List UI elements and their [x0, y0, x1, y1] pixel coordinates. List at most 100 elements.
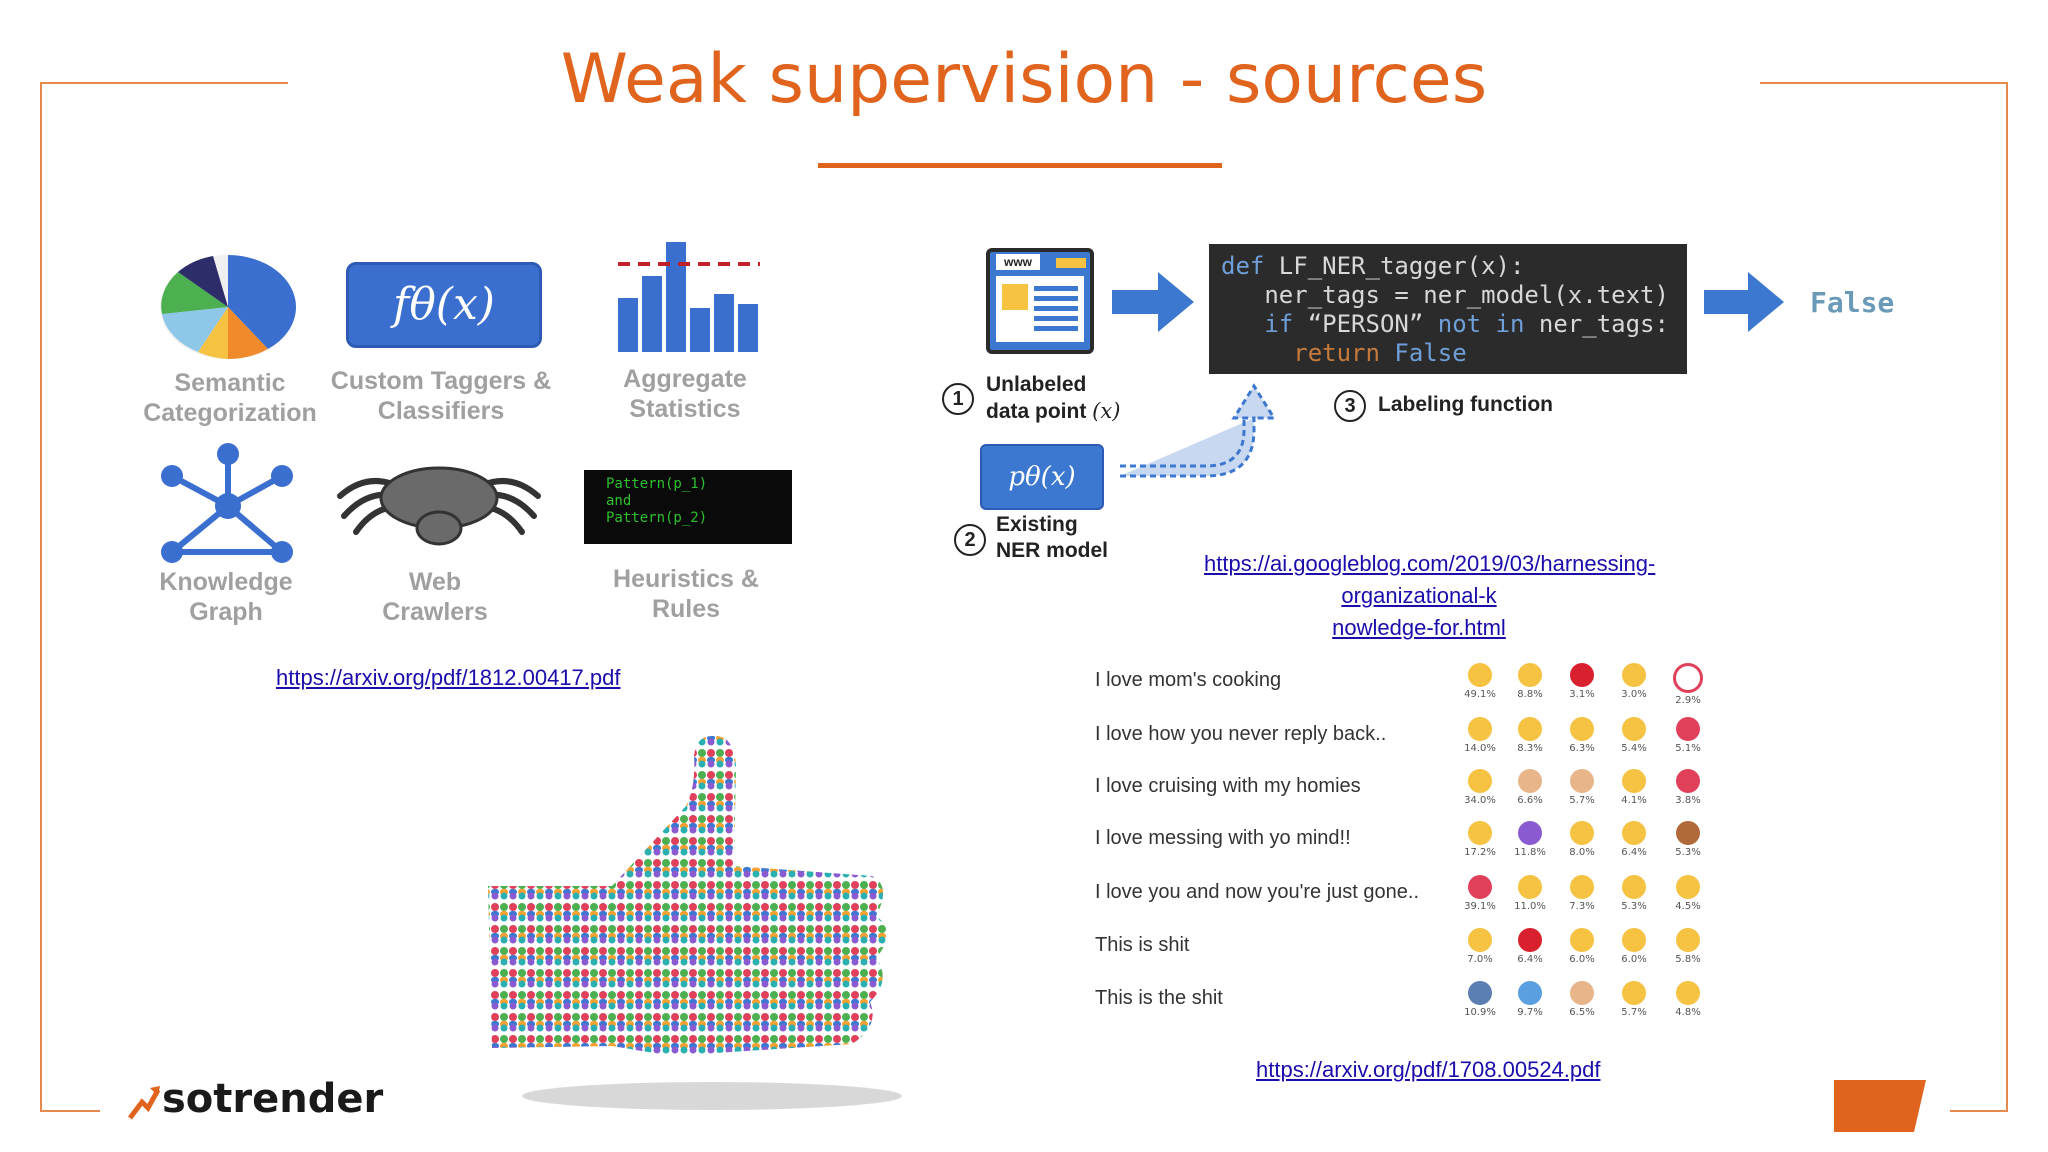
frame-top-left	[40, 82, 288, 84]
emoji-icon	[1622, 663, 1646, 687]
emoji-icon	[1676, 717, 1700, 741]
emoji-icon	[1518, 821, 1542, 845]
step-2-label: Existing NER model	[996, 512, 1108, 564]
step-2-label-b: NER model	[996, 539, 1109, 562]
source-label-web-crawlers: Web Crawlers	[382, 568, 488, 626]
emoji-icon	[1570, 821, 1594, 845]
emoji-icon	[1622, 769, 1646, 793]
emoji-percentage: 3.8%	[1675, 795, 1701, 806]
frame-bottom-left	[40, 1110, 100, 1112]
emoji-percentage: 5.3%	[1621, 901, 1647, 912]
step-1-label-b: data point	[986, 400, 1087, 423]
emoji-prediction: 6.6%	[1506, 769, 1554, 806]
emoji-sentence: This is the shit	[1095, 987, 1223, 1009]
code-text: ner_tags:	[1524, 310, 1669, 338]
arrow-right-icon	[1704, 272, 1784, 337]
browser-image	[1002, 284, 1028, 310]
brand-name: sotrender	[162, 1076, 384, 1122]
model-formula: pθ(x)	[1008, 462, 1076, 492]
emoji-prediction: 39.1%	[1456, 875, 1504, 912]
frame-right	[2006, 82, 2008, 1112]
emoji-icon	[1676, 928, 1700, 952]
terminal-icon: Pattern(p_1) and Pattern(p_2)	[584, 470, 792, 544]
code-line-4: return False	[1221, 339, 1467, 367]
emoji-icon	[1673, 663, 1703, 693]
emoji-prediction: 6.4%	[1506, 928, 1554, 965]
frame-top-right	[1760, 82, 2008, 84]
corner-accent-shape	[1834, 1080, 1926, 1137]
step-3-label: Labeling function	[1378, 393, 1553, 416]
crowd-thumbs-up-icon	[472, 726, 912, 1121]
frame-bottom-right	[1950, 1110, 2008, 1112]
emoji-prediction: 14.0%	[1456, 717, 1504, 754]
emoji-prediction: 4.5%	[1664, 875, 1712, 912]
arxiv-link-1708[interactable]: https://arxiv.org/pdf/1708.00524.pdf	[1256, 1057, 1601, 1082]
step-3-number: 3	[1334, 390, 1366, 422]
bar-chart-icon	[614, 236, 764, 357]
code-line-2: ner_tags = ner_model(x.text)	[1221, 281, 1669, 309]
emoji-prediction: 5.7%	[1558, 769, 1606, 806]
emoji-percentage: 3.1%	[1569, 689, 1595, 700]
step-1-label-a: Unlabeled	[986, 373, 1087, 396]
emoji-icon	[1622, 821, 1646, 845]
emoji-percentage: 34.0%	[1464, 795, 1496, 806]
emoji-prediction: 11.8%	[1506, 821, 1554, 858]
emoji-prediction: 8.0%	[1558, 821, 1606, 858]
emoji-icon	[1570, 663, 1594, 687]
emoji-percentage: 5.3%	[1675, 847, 1701, 858]
emoji-percentage: 6.0%	[1569, 954, 1595, 965]
step-1-label: Unlabeled data point (x)	[986, 372, 1120, 425]
emoji-percentage: 4.1%	[1621, 795, 1647, 806]
emoji-icon	[1676, 821, 1700, 845]
emoji-prediction: 5.7%	[1610, 981, 1658, 1018]
emoji-percentage: 8.0%	[1569, 847, 1595, 858]
emoji-prediction: 3.1%	[1558, 663, 1606, 700]
slide-title: Weak supervision - sources	[560, 40, 1488, 119]
emoji-prediction: 34.0%	[1456, 769, 1504, 806]
emoji-prediction: 8.8%	[1506, 663, 1554, 700]
emoji-sentence: I love you and now you're just gone..	[1095, 881, 1420, 903]
labeling-function-code: def LF_NER_tagger(x): ner_tags = ner_mod…	[1209, 244, 1687, 374]
emoji-percentage: 6.0%	[1621, 954, 1647, 965]
emoji-percentage: 5.1%	[1675, 743, 1701, 754]
emoji-percentage: 6.4%	[1517, 954, 1543, 965]
emoji-prediction: 4.8%	[1664, 981, 1712, 1018]
emoji-prediction: 6.4%	[1610, 821, 1658, 858]
terminal-line: Pattern(p_1)	[606, 476, 708, 492]
code-keyword: if	[1221, 310, 1294, 338]
browser-text-lines	[1034, 286, 1078, 334]
emoji-sentence: I love how you never reply back..	[1095, 723, 1387, 745]
emoji-percentage: 5.7%	[1621, 1007, 1647, 1018]
step-1-label-b-wrap: data point (x)	[986, 398, 1120, 425]
emoji-prediction: 7.0%	[1456, 928, 1504, 965]
emoji-icon	[1518, 875, 1542, 899]
arrow-right-icon	[1112, 272, 1194, 337]
code-line-1: def LF_NER_tagger(x):	[1221, 252, 1524, 280]
emoji-icon	[1676, 981, 1700, 1005]
emoji-icon	[1468, 928, 1492, 952]
emoji-prediction: 49.1%	[1456, 663, 1504, 700]
emoji-prediction: 7.3%	[1558, 875, 1606, 912]
emoji-prediction: 5.4%	[1610, 717, 1658, 754]
emoji-prediction: 3.0%	[1610, 663, 1658, 700]
emoji-percentage: 7.3%	[1569, 901, 1595, 912]
code-text: LF_NER_tagger(x):	[1264, 252, 1525, 280]
function-icon: fθ(x)	[346, 262, 542, 348]
emoji-sentence: This is shit	[1095, 934, 1190, 956]
emoji-icon	[1570, 981, 1594, 1005]
emoji-prediction: 2.9%	[1664, 663, 1712, 706]
emoji-icon	[1570, 928, 1594, 952]
code-value: False	[1379, 339, 1467, 367]
emoji-sentence: I love mom's cooking	[1095, 669, 1282, 691]
emoji-prediction: 5.1%	[1664, 717, 1712, 754]
terminal-line: and	[606, 493, 632, 509]
emoji-percentage: 6.5%	[1569, 1007, 1595, 1018]
ner-model-box: pθ(x)	[980, 444, 1104, 510]
googleblog-link-line-2: nowledge-for.html	[1332, 615, 1506, 640]
emoji-icon	[1518, 663, 1542, 687]
emoji-icon	[1570, 717, 1594, 741]
arxiv-link-1812[interactable]: https://arxiv.org/pdf/1812.00417.pdf	[276, 665, 621, 690]
emoji-prediction: 5.3%	[1610, 875, 1658, 912]
emoji-prediction: 9.7%	[1506, 981, 1554, 1018]
googleblog-link[interactable]: https://ai.googleblog.com/2019/03/harnes…	[1204, 548, 1655, 644]
